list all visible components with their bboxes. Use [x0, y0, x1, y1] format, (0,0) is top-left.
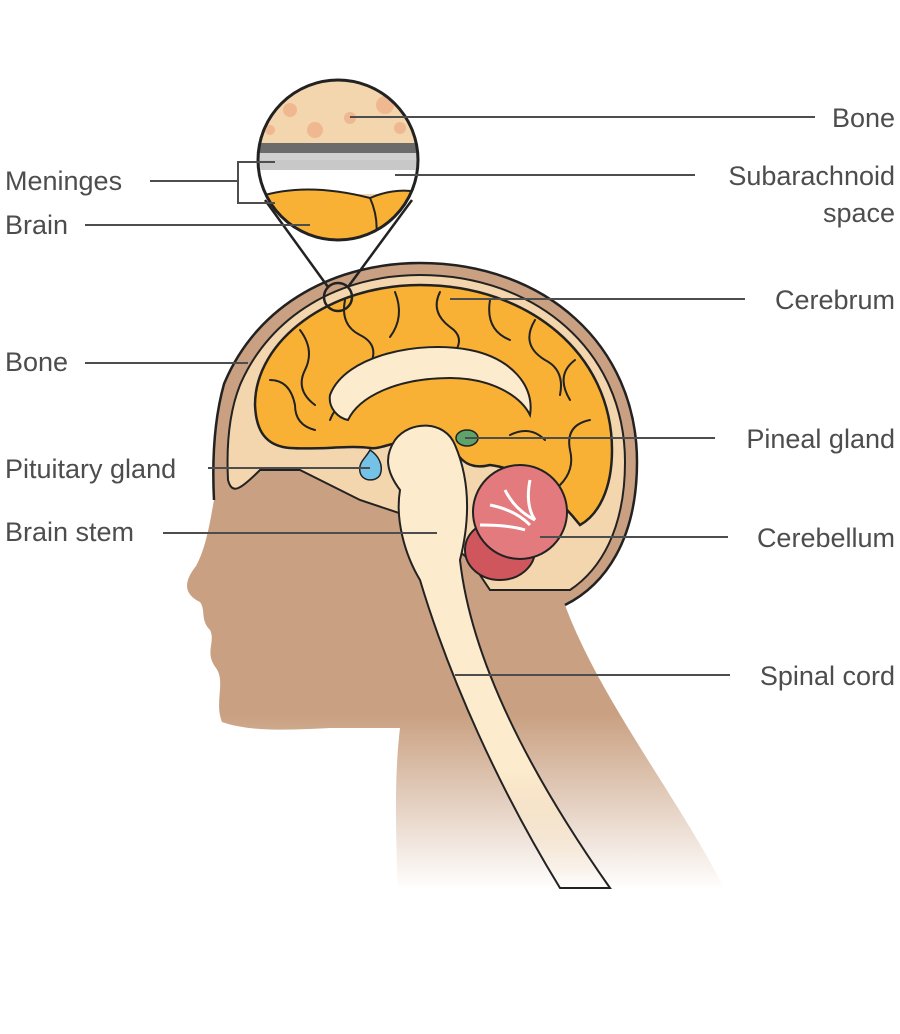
label-brain-stem: Brain stem	[5, 517, 134, 547]
label-brain: Brain	[5, 210, 68, 240]
label-meninges: Meninges	[5, 166, 122, 196]
label-spinal-cord: Spinal cord	[760, 661, 895, 691]
corpus-callosum	[328, 346, 532, 422]
label-bone-top: Bone	[832, 103, 895, 133]
leader-lines	[85, 116, 815, 676]
pituitary-gland	[358, 448, 382, 481]
label-cerebellum: Cerebellum	[757, 523, 895, 553]
label-pituitary-gland: Pituitary gland	[5, 454, 176, 484]
magnified-spot	[322, 281, 354, 313]
label-subarachnoid: Subarachnoid	[728, 161, 895, 191]
brain-stem	[387, 424, 612, 889]
label-bone-left: Bone	[5, 347, 68, 377]
head-outline	[212, 261, 639, 607]
magnified-inset	[258, 80, 418, 240]
label-pineal-gland: Pineal gland	[746, 424, 895, 454]
label-cerebrum: Cerebrum	[775, 285, 895, 315]
cerebellum	[464, 464, 568, 581]
label-subarachnoid-space: space	[823, 198, 895, 228]
